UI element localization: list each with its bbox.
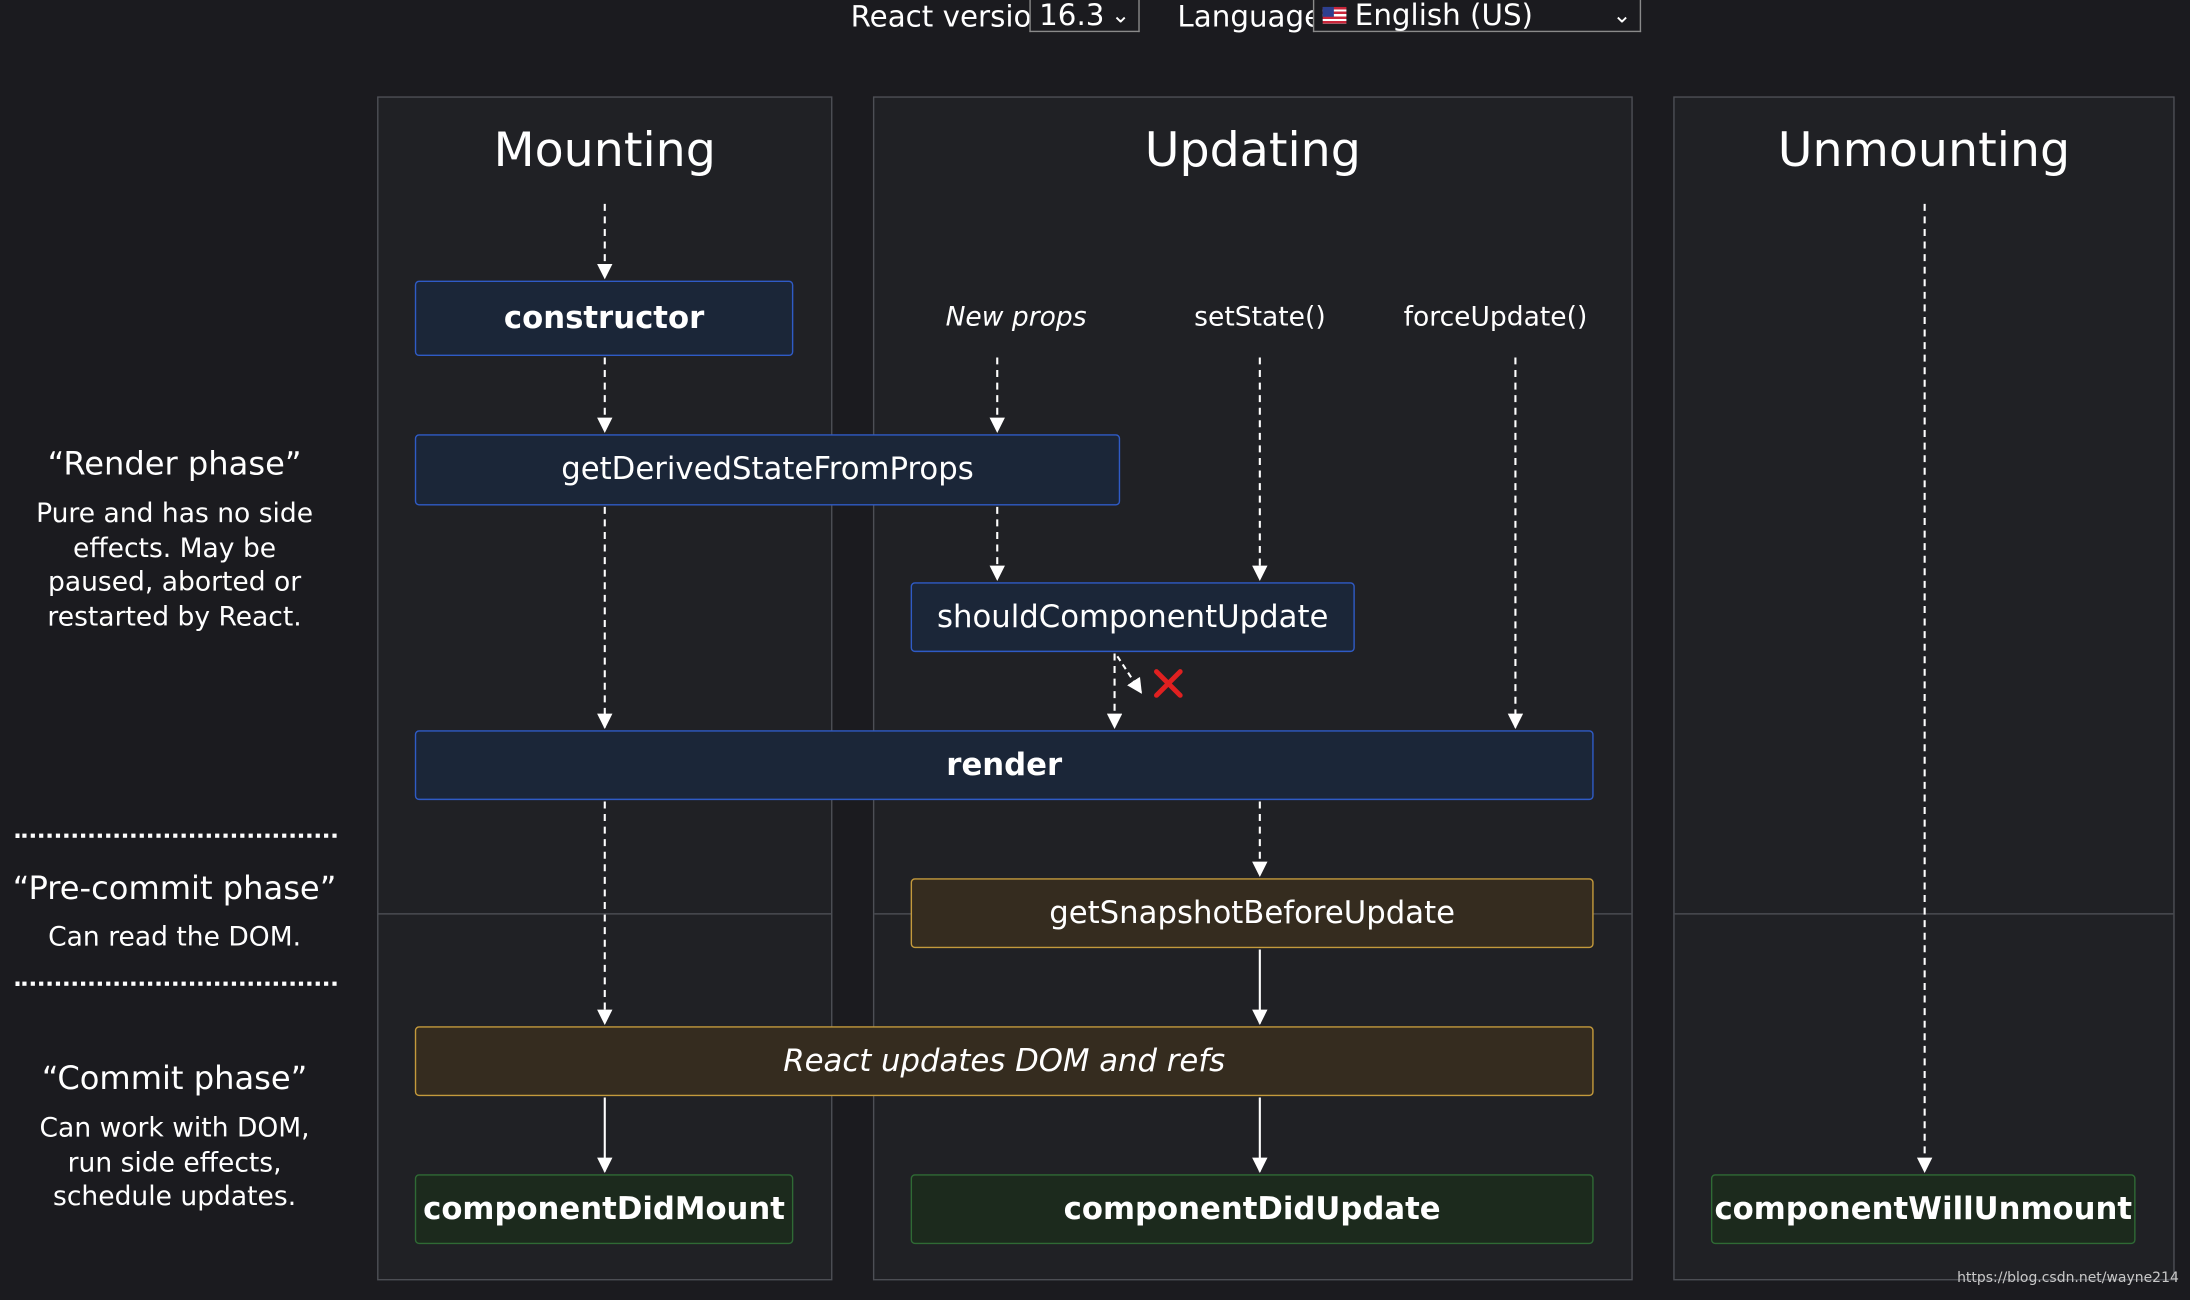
language-select[interactable]: English (US) ⌄ xyxy=(1312,0,1642,33)
chevron-down-icon: ⌄ xyxy=(1612,1,1632,28)
phase-boundary-line xyxy=(378,913,832,915)
unmounting-title: Unmounting xyxy=(1777,122,2071,179)
unmounting-column xyxy=(1673,96,2175,1281)
react-version-value: 16.3 xyxy=(1039,0,1105,33)
phase-separator xyxy=(15,833,337,838)
mounting-column xyxy=(377,96,833,1281)
get-snapshot-box: getSnapshotBeforeUpdate xyxy=(910,878,1594,949)
updating-title: Updating xyxy=(1144,122,1361,179)
should-component-update-box: shouldComponentUpdate xyxy=(910,582,1355,653)
language-label: Language xyxy=(1177,0,1323,34)
force-update-trigger: forceUpdate() xyxy=(1403,301,1588,333)
render-phase-title: “Render phase” xyxy=(47,446,302,484)
react-version-select[interactable]: 16.3 ⌄ xyxy=(1029,0,1140,33)
component-did-update-box: componentDidUpdate xyxy=(910,1174,1594,1245)
render-phase-description: Pure and has no side effects. May be pau… xyxy=(36,498,314,632)
render-box: render xyxy=(414,730,1594,801)
chevron-down-icon: ⌄ xyxy=(1111,1,1130,28)
react-version-label: React version xyxy=(850,0,1051,34)
phase-boundary-line xyxy=(1674,913,2174,915)
updating-column xyxy=(872,96,1633,1281)
language-value: English (US) xyxy=(1354,0,1534,33)
mounting-title: Mounting xyxy=(493,122,716,179)
set-state-trigger: setState() xyxy=(1194,301,1326,333)
new-props-trigger: New props xyxy=(945,301,1087,333)
us-flag-icon xyxy=(1322,6,1347,24)
precommit-phase-description: Can read the DOM. xyxy=(48,921,302,953)
component-did-mount-box: componentDidMount xyxy=(414,1174,794,1245)
footer-url: https://blog.csdn.net/wayne214 xyxy=(1957,1270,2179,1286)
component-will-unmount-box: componentWillUnmount xyxy=(1710,1174,2136,1245)
constructor-box: constructor xyxy=(414,280,794,357)
phase-separator xyxy=(15,981,337,986)
dom-refs-update-box: React updates DOM and refs xyxy=(414,1026,1594,1097)
commit-phase-description: Can work with DOM, run side effects, sch… xyxy=(39,1112,310,1212)
precommit-phase-title: “Pre-commit phase” xyxy=(12,871,337,908)
get-derived-state-box: getDerivedStateFromProps xyxy=(414,434,1121,506)
commit-phase-title: “Commit phase” xyxy=(41,1061,308,1098)
